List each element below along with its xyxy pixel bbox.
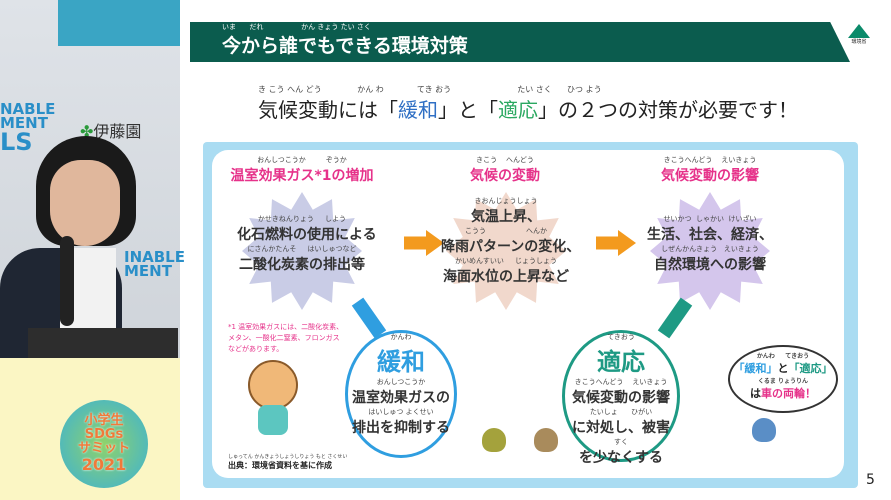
source-text: 出典：環境省資料を基に作成 — [228, 461, 332, 470]
microphone — [60, 236, 74, 326]
mitigation-ruby: かんわ — [390, 333, 412, 341]
bubble-text: と — [777, 362, 789, 375]
backdrop-line: LS — [0, 128, 33, 156]
subtitle-ruby: き こう へん どう かん わ てき おう たい さく ひつ よう — [258, 85, 602, 94]
line-ruby: しぜんかんきょう えいきょう — [661, 245, 759, 253]
ministry-logo: 環境省 — [846, 24, 872, 45]
column-impact: きこうへんどう えいきょう 気候変動の影響 — [640, 155, 780, 185]
column-line: 降雨パターンの変化、 — [441, 239, 581, 255]
bubble-tekiou: 「適応」 — [788, 362, 833, 375]
logo-line: サミット — [77, 441, 130, 456]
page-number: 5 — [866, 472, 875, 488]
backdrop-line: INABLE — [124, 248, 185, 266]
column-climate-body: きおんじょうしょう 気温上昇、 こうう へんか 降雨パターンの変化、 かいめんす… — [441, 196, 581, 286]
adaptation-line: を少なくする — [579, 450, 663, 466]
backdrop-line: MENT — [0, 114, 48, 132]
subtitle: 気候変動には「緩和」と「適応」の２つの対策が必要です！ — [258, 94, 798, 123]
line-ruby: きおんじょうしょう — [474, 197, 538, 205]
mascot-body — [258, 405, 288, 435]
logo-line: 2021 — [81, 455, 127, 474]
title-banner — [190, 22, 850, 62]
ministry-label: 環境省 — [851, 39, 867, 45]
backdrop-line: MENT — [124, 262, 172, 280]
column-line: 気温上昇、 — [471, 209, 541, 225]
podium — [28, 328, 178, 358]
column-line: 化石燃料の使用による — [237, 227, 377, 243]
line-ruby: せいかつ しゃかい けいざい — [663, 215, 757, 223]
column-line: 海面水位の上昇など — [443, 269, 569, 285]
bubble-kanwa: 「緩和」 — [733, 362, 778, 375]
mascot-character — [248, 360, 298, 410]
column-line: 生活、社会、経済、 — [647, 227, 773, 243]
column-impact-body: せいかつ しゃかい けいざい 生活、社会、経済、 しぜんかんきょう えいきょう … — [645, 214, 775, 274]
line-ruby: にさんかたんそ はいしゅつなど — [247, 245, 357, 253]
subtitle-tekiou: 適応 — [498, 98, 538, 122]
backdrop-line: NABLE — [0, 100, 56, 118]
slide-title: 今から誰でもできる環境対策 — [222, 35, 468, 57]
adaptation-circle — [562, 330, 680, 462]
bird-icon — [752, 418, 776, 442]
subtitle-text: 」と「 — [438, 98, 498, 122]
mitigation-line: 温室効果ガスの — [352, 390, 450, 406]
column-ghg: おんしつこうか ぞうか 温室効果ガス*1の増加 — [222, 155, 382, 185]
bubble-highlight: 車の両輪！ — [761, 387, 816, 400]
mountain-icon — [848, 24, 870, 38]
line-ruby: きこうへんどう えいきょう — [574, 378, 668, 386]
globe-logo — [60, 400, 148, 488]
footnote-line: などがあります。 — [228, 345, 284, 353]
adaptation-line: に対処し、被害 — [572, 420, 670, 436]
line-ruby: こうう へんか — [464, 227, 548, 235]
speaker-face — [50, 160, 120, 246]
adaptation-line: 気候変動の影響 — [572, 390, 670, 406]
column-heading: 気候の変動 — [470, 168, 540, 184]
speech-bubble-text: かんわ てきおう 「緩和」と「適応」 くるま りょうりん は車の両輪！ — [728, 351, 838, 401]
mitigation-circle — [345, 330, 457, 458]
mitigation-content: かんわ 緩和 おんしつこうか 温室効果ガスの はいしゅつ よくせい 排出を抑制す… — [345, 332, 457, 437]
speech-bubble — [728, 345, 838, 413]
bird-icon — [482, 428, 506, 452]
heading-ruby: おんしつこうか ぞうか — [257, 156, 347, 164]
adaptation-title: 適応 — [597, 348, 645, 376]
source-ruby: しゅってん かんきょうしょうしりょう もと さくせい — [228, 454, 348, 460]
heading-ruby: きこう へんどう — [476, 156, 534, 164]
footnote: *1 温室効果ガスには、二酸化炭素、 メタン、一酸化二窒素、フロンガス などがあ… — [228, 322, 343, 355]
bubble-ruby: くるま りょうりん — [758, 378, 808, 385]
bird-icon — [534, 428, 558, 452]
subtitle-text: 気候変動には「 — [258, 98, 398, 122]
line-ruby: はいしゅつ よくせい — [368, 408, 434, 416]
logo-line: SDGs — [84, 427, 124, 442]
source-note: しゅってん かんきょうしょうしりょう もと さくせい 出典：環境省資料を基に作成 — [228, 453, 347, 471]
line-ruby: おんしつこうか — [376, 378, 426, 386]
column-climate: きこう へんどう 気候の変動 — [440, 155, 570, 185]
logo-line: 小学生 — [84, 413, 124, 428]
column-line: 二酸化炭素の排出等 — [239, 257, 365, 273]
bubble-ruby: かんわ てきおう — [756, 353, 810, 360]
bubble-text: は — [750, 387, 761, 400]
column-heading: 気候変動の影響 — [661, 168, 759, 184]
subtitle-text: 」の２つの対策が必要です！ — [538, 98, 798, 122]
footnote-line: メタン、一酸化二窒素、フロンガス — [228, 334, 340, 342]
column-heading: 温室効果ガス*1の増加 — [230, 168, 374, 184]
adaptation-ruby: てきおう — [607, 333, 635, 341]
title-ruby: いま だれ かん きょう たい さく — [222, 23, 371, 31]
subtitle-kanwa: 緩和 — [398, 98, 438, 122]
line-ruby: かせきねんりょう しよう — [257, 215, 347, 223]
line-ruby: かいめんすいい じょうしょう — [455, 257, 557, 265]
sponsor-name: 伊藤園 — [93, 122, 142, 141]
mitigation-title: 緩和 — [377, 348, 425, 376]
heading-ruby: きこうへんどう えいきょう — [663, 156, 757, 164]
column-line: 自然環境への影響 — [654, 257, 766, 273]
line-ruby: すく — [614, 438, 628, 446]
footnote-line: *1 温室効果ガスには、二酸化炭素、 — [228, 323, 344, 331]
adaptation-content: てきおう 適応 きこうへんどう えいきょう 気候変動の影響 たいしょ ひがい に… — [562, 332, 680, 467]
line-ruby: たいしょ ひがい — [589, 408, 653, 416]
backdrop-banner — [58, 0, 180, 46]
mitigation-line: 排出を抑制する — [352, 420, 450, 436]
column-ghg-body: かせきねんりょう しよう 化石燃料の使用による にさんかたんそ はいしゅつなど … — [237, 214, 377, 274]
